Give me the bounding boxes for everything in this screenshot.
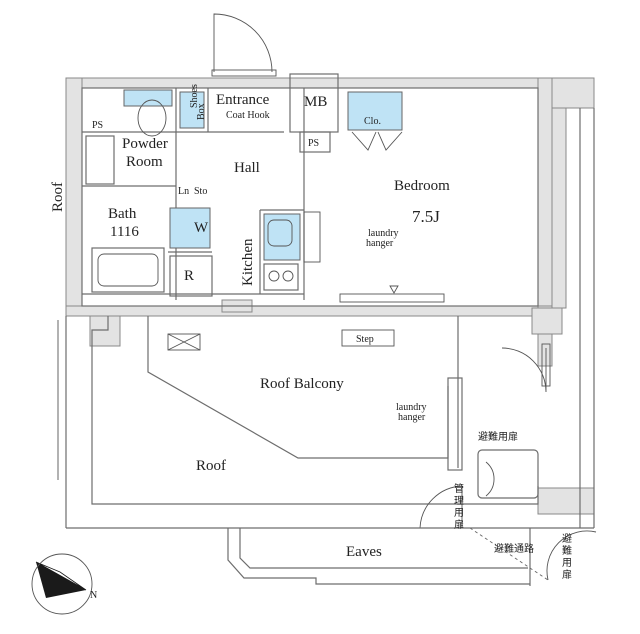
balcony-laundry-label-2: hanger xyxy=(398,412,426,423)
roof-bottom-label: Roof xyxy=(196,458,226,474)
washer-area xyxy=(169,207,211,249)
roof-boundary xyxy=(57,108,595,529)
washer-label: W xyxy=(194,220,209,236)
entrance-door xyxy=(211,13,277,77)
hatch-char-1: 管 xyxy=(454,482,464,495)
powder-room-label-1: Powder xyxy=(122,136,168,152)
shoes-label: Shoes xyxy=(189,84,200,108)
emergency-door-top-label: 避難用扉 xyxy=(478,430,518,443)
roof-left-label: Roof xyxy=(50,182,66,212)
right-door-char-3: 用 xyxy=(562,558,572,569)
storage-label: Sto xyxy=(194,186,207,197)
toilet xyxy=(123,89,173,137)
kitchen-counter xyxy=(263,211,321,291)
right-door-char-2: 難 xyxy=(562,544,572,557)
hatch-char-4: 扉 xyxy=(454,518,464,531)
step xyxy=(341,329,395,347)
bedroom-laundry-label-1: laundry xyxy=(368,228,399,239)
right-door-char-1: 避 xyxy=(562,532,572,545)
kitchen-label: Kitchen xyxy=(240,238,256,286)
mb-ps-box xyxy=(289,73,339,153)
powder-room-label-2: Room xyxy=(126,154,163,170)
closet xyxy=(347,91,403,151)
outer-walls xyxy=(65,77,595,515)
bath-label: Bath xyxy=(108,206,137,222)
right-door-char-4: 扉 xyxy=(562,568,572,581)
evacuation-passage-label: 避難通路 xyxy=(494,542,534,555)
bedroom-label: Bedroom xyxy=(394,178,450,194)
balcony-outline xyxy=(91,316,539,505)
hall-label: Hall xyxy=(234,160,260,176)
bedroom-size-label: 7.5J xyxy=(412,207,440,226)
mb-label: MB xyxy=(304,94,327,110)
interior-walls xyxy=(81,87,539,307)
balcony-window xyxy=(339,285,445,303)
coat-hook-label: Coat Hook xyxy=(226,110,270,121)
refrigerator-label: R xyxy=(184,268,194,284)
shoes-box xyxy=(179,91,205,129)
eaves-label: Eaves xyxy=(346,544,382,560)
eaves xyxy=(227,527,597,586)
compass: N xyxy=(31,553,97,615)
bedroom-laundry-label-2: hanger xyxy=(366,238,394,249)
bath-size-label: 1116 xyxy=(110,224,139,240)
balcony-laundry-label-1: laundry xyxy=(396,402,427,413)
compass-north-label: N xyxy=(90,590,97,601)
closet-label: Clo. xyxy=(364,116,381,127)
ps-left-label: PS xyxy=(92,120,103,131)
entrance-label: Entrance xyxy=(216,92,270,108)
evacuation-doors xyxy=(419,343,551,529)
hatch-char-3: 用 xyxy=(454,508,464,519)
refrigerator-space xyxy=(169,255,213,297)
box-label: Box xyxy=(196,103,207,120)
ps-top-label: PS xyxy=(308,138,319,149)
linen-label: Ln xyxy=(178,186,189,197)
hatch-char-2: 理 xyxy=(454,495,464,507)
step-label: Step xyxy=(356,334,374,345)
roof-balcony-label: Roof Balcony xyxy=(260,376,344,392)
bathtub xyxy=(85,135,165,293)
